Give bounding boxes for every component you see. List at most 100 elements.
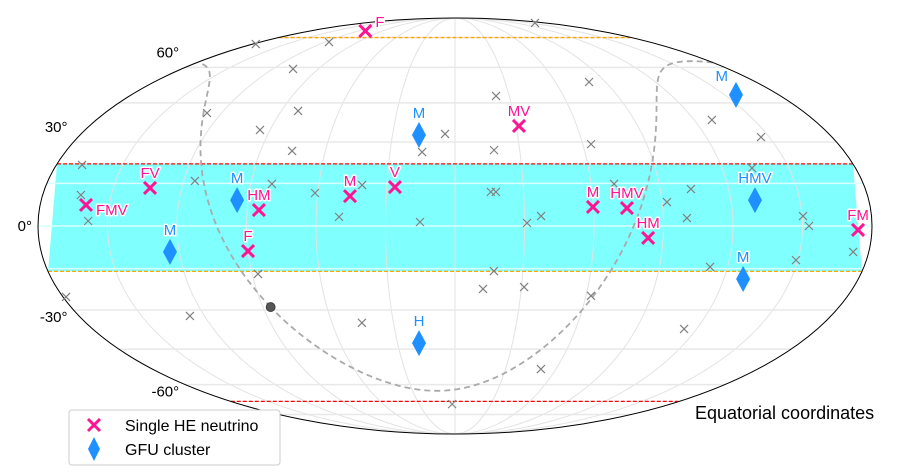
point-label: M [231, 170, 244, 187]
neutrino-marker [850, 222, 866, 238]
event-marker [324, 37, 334, 47]
event-marker [357, 180, 367, 190]
gfu-cluster-marker [728, 81, 743, 108]
event-marker [491, 187, 501, 197]
event-marker [77, 160, 87, 170]
event-marker [288, 64, 298, 74]
event-marker [519, 282, 529, 292]
neutrino-marker [78, 197, 94, 212]
event-marker [489, 266, 499, 276]
event-marker [190, 176, 200, 186]
legend-marker-gfu-icon [88, 437, 100, 461]
gfu-cluster-marker [411, 121, 426, 148]
neutrino-marker [142, 180, 158, 195]
event-marker [489, 145, 499, 155]
legend-label-gfu: GFU cluster [125, 442, 211, 459]
event-marker [61, 292, 71, 302]
legend-label-neutrino: Single HE neutrino [125, 418, 259, 435]
event-marker [447, 399, 457, 409]
gfu-cluster-marker [412, 330, 427, 357]
galactic-plane-line [270, 60, 713, 392]
event-marker [686, 184, 696, 194]
declination-tick-label: -30° [40, 309, 68, 326]
declination-tick-label: 60° [156, 44, 179, 61]
point-label: HMV [738, 170, 771, 187]
event-marker [415, 217, 425, 227]
event-marker [679, 324, 689, 334]
graticule [38, 17, 872, 435]
point-label: M [737, 249, 750, 266]
sky-boundary [37, 17, 873, 435]
point-label: FV [140, 165, 159, 182]
point-label: F [375, 14, 384, 31]
event-marker [417, 147, 427, 157]
event-marker [798, 211, 808, 221]
event-marker [267, 179, 277, 189]
event-marker [522, 218, 532, 228]
point-label: HM [247, 187, 270, 204]
event-marker [791, 255, 801, 265]
event-marker [478, 284, 488, 294]
event-marker [747, 163, 757, 173]
declination-tick-label: 0° [18, 218, 32, 235]
point-label: M [413, 105, 426, 122]
gfu-cluster-marker [230, 187, 245, 214]
event-marker [293, 106, 303, 116]
event-marker [707, 115, 717, 125]
point-label: M [587, 184, 600, 201]
neutrino-marker [251, 202, 266, 218]
point-label: MV [508, 103, 531, 120]
point-label: HMV [610, 185, 643, 202]
point-label: H [414, 313, 425, 330]
event-marker [584, 77, 594, 87]
event-marker [76, 190, 86, 200]
neutrino-marker [240, 243, 256, 259]
event-marker [491, 91, 501, 101]
event-marker [255, 125, 265, 135]
point-label: M [715, 68, 728, 85]
event-marker [83, 216, 93, 226]
gfu-cluster-marker [747, 187, 762, 214]
point-label: FMV [96, 202, 128, 219]
galactic-center-marker [265, 302, 276, 312]
neutrino-marker [585, 199, 601, 214]
event-marker [440, 129, 450, 139]
event-marker [310, 188, 320, 198]
neutrino-marker [387, 180, 402, 195]
event-marker [609, 179, 619, 189]
point-label: FM [847, 207, 869, 224]
event-marker [287, 146, 297, 156]
declination-tick-labels: 60° 30° 0° -30° -60° [18, 44, 179, 400]
galactic-plane [198, 60, 713, 392]
event-marker [756, 132, 766, 142]
event-marker [662, 197, 672, 207]
event-marker [804, 221, 814, 231]
point-label: M [344, 173, 357, 190]
coordinate-system-label: Equatorial coordinates [695, 403, 874, 423]
neutrino-marker [358, 23, 373, 38]
declination-tick-label: 30° [45, 119, 68, 136]
event-marker [334, 212, 344, 222]
event-marker [185, 311, 195, 321]
point-label: F [243, 228, 252, 245]
event-marker [536, 211, 546, 221]
event-marker [530, 18, 540, 28]
neutrino-marker [342, 189, 358, 204]
event-marker [682, 213, 692, 223]
event-marker [202, 108, 212, 118]
event-marker [586, 139, 596, 149]
neutrino-marker [641, 230, 656, 246]
point-label: HM [636, 215, 659, 232]
declination-tick-label: -60° [151, 384, 179, 401]
gfu-cluster-marker [162, 238, 177, 265]
event-marker [357, 318, 367, 328]
neutrino-marker [619, 200, 635, 216]
event-marker [253, 269, 263, 279]
neutrino-marker [511, 118, 527, 134]
gfu-cluster-marker [736, 265, 751, 292]
event-marker [586, 291, 596, 301]
point-label: V [390, 164, 400, 181]
event-marker [705, 262, 715, 272]
galactic-plane-line [198, 62, 272, 308]
